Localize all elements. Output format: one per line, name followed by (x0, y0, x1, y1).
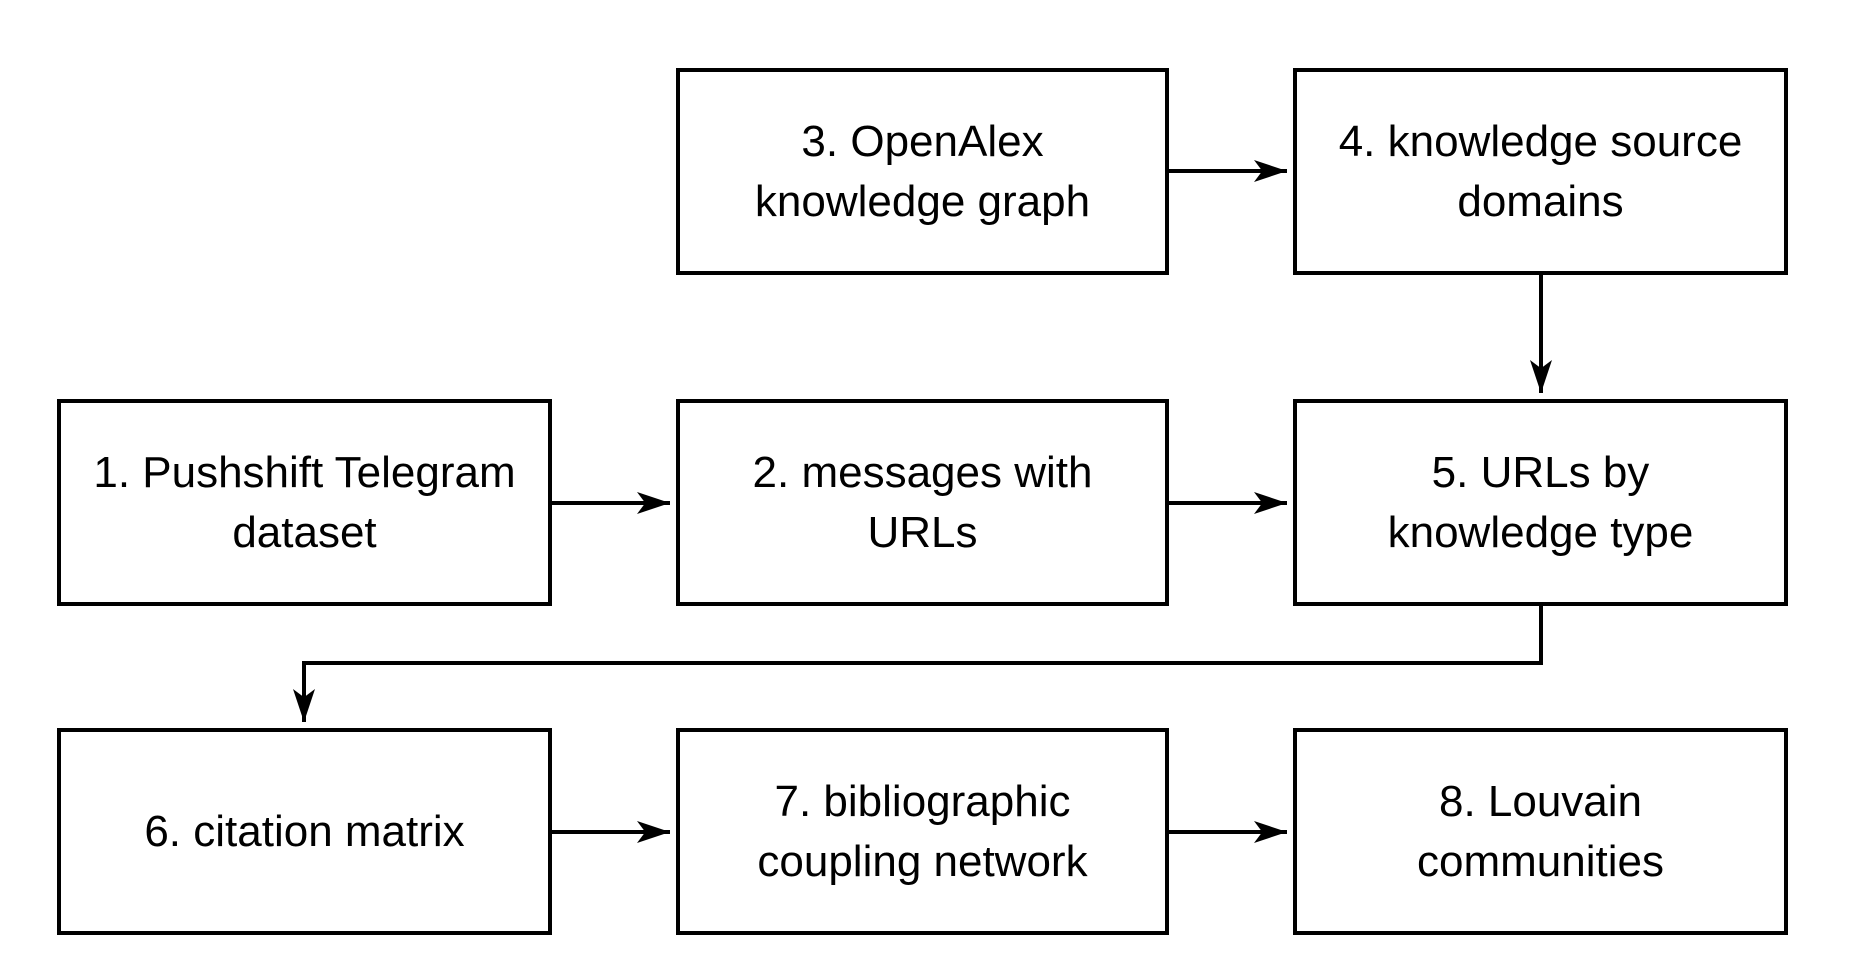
node-openalex-knowledge-graph: 3. OpenAlex knowledge graph (676, 68, 1169, 275)
node-pushshift-telegram-dataset: 1. Pushshift Telegram dataset (57, 399, 552, 606)
node-label-8: 8. Louvain communities (1417, 776, 1664, 886)
node-urls-by-knowledge-type: 5. URLs by knowledge type (1293, 399, 1788, 606)
node-louvain-communities: 8. Louvain communities (1293, 728, 1788, 935)
node-knowledge-source-domains: 4. knowledge source domains (1293, 68, 1788, 275)
node-bibliographic-coupling-network: 7. bibliographic coupling network (676, 728, 1169, 935)
node-label-6: 6. citation matrix (144, 806, 465, 856)
node-label-1: 1. Pushshift Telegram dataset (93, 447, 516, 557)
node-label-3: 3. OpenAlex knowledge graph (754, 116, 1091, 226)
node-label-4: 4. knowledge source domains (1338, 116, 1743, 226)
node-label-7: 7. bibliographic coupling network (757, 776, 1088, 886)
node-citation-matrix: 6. citation matrix (57, 728, 552, 935)
node-messages-with-urls: 2. messages with URLs (676, 399, 1169, 606)
edge-5-to-6 (293, 606, 1543, 722)
node-label-2: 2. messages with URLs (752, 447, 1093, 557)
node-label-5: 5. URLs by knowledge type (1387, 447, 1694, 557)
